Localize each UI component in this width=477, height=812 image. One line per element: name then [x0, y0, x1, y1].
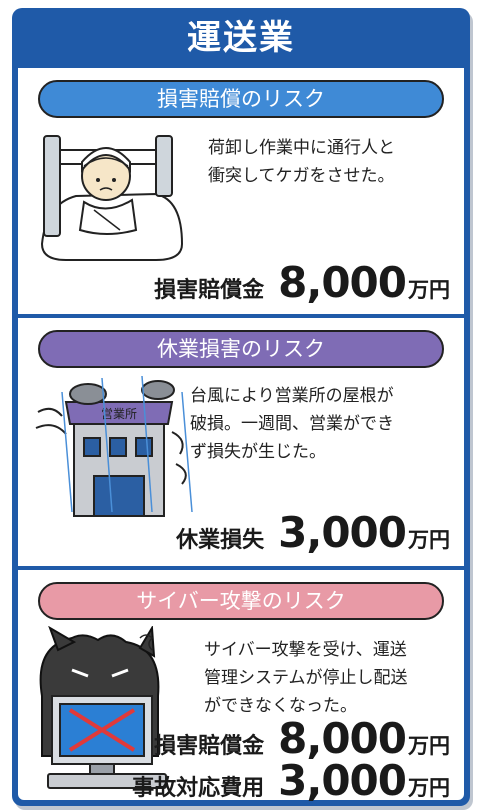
amount-value: 3,000 [278, 508, 407, 557]
risk-description: 台風により営業所の屋根が 破損。一週間、営業ができ ず損失が生じた。 [190, 382, 394, 466]
amount-row: 休業損失 3,000 万円 [176, 508, 450, 557]
amount-label: 損害賠償金 [154, 278, 265, 303]
risk-section-business-interruption: 休業損害のリスク 営業所 台風により営業所の屋根が 破損。一週間、営業ができ ず… [18, 318, 464, 566]
amount-unit: 万円 [408, 528, 450, 552]
amount-label: 休業損失 [176, 528, 265, 553]
description-line: 管理システムが停止し配送 [204, 668, 408, 688]
industry-risk-card: 運送業 損害賠償のリスク 荷卸し作業中に通行人と 衝突してケガをさせた。 損害賠… [12, 8, 470, 806]
section-heading: サイバー攻撃のリスク [38, 582, 444, 620]
description-line: ができなくなった。 [204, 696, 357, 716]
amount-row: 事故対応費用 3,000 万円 [132, 756, 450, 805]
amount-unit: 万円 [408, 278, 450, 302]
description-line: 衝突してケガをさせた。 [208, 166, 395, 186]
risk-section-cyber-attack: サイバー攻撃のリスク サイバー攻撃を受け、運送 管理システムが停止し配送 ができ… [18, 570, 464, 805]
description-line: 台風により営業所の屋根が [190, 386, 394, 406]
amount-label: 事故対応費用 [132, 776, 265, 801]
description-line: 破損。一週間、営業ができ [190, 414, 394, 434]
office-sign: 営業所 [101, 407, 137, 421]
amount-value: 3,000 [278, 756, 407, 805]
risk-section-liability: 損害賠償のリスク 荷卸し作業中に通行人と 衝突してケガをさせた。 損害賠償金 8… [18, 68, 464, 314]
amount-row: 損害賠償金 8,000 万円 [154, 714, 450, 763]
amount-row: 損害賠償金 8,000 万円 [154, 258, 450, 307]
storm-damaged-office-icon: 営業所 [35, 375, 193, 517]
risk-description: 荷卸し作業中に通行人と 衝突してケガをさせた。 [208, 134, 395, 190]
amount-unit: 万円 [408, 776, 450, 800]
hacker-computer-icon [39, 626, 167, 789]
amount-unit: 万円 [408, 734, 450, 758]
risk-description: サイバー攻撃を受け、運送 管理システムが停止し配送 ができなくなった。 [204, 636, 408, 720]
card-title: 運送業 [187, 18, 295, 58]
injured-person-in-bed-icon [40, 135, 184, 261]
description-line: サイバー攻撃を受け、運送 [204, 640, 407, 660]
section-heading: 休業損害のリスク [38, 330, 444, 368]
description-line: 荷卸し作業中に通行人と [208, 138, 395, 158]
description-line: ず損失が生じた。 [190, 442, 326, 462]
amount-value: 8,000 [278, 258, 407, 307]
amount-value: 8,000 [278, 714, 407, 763]
section-heading: 損害賠償のリスク [38, 80, 444, 118]
amount-label: 損害賠償金 [154, 734, 265, 759]
